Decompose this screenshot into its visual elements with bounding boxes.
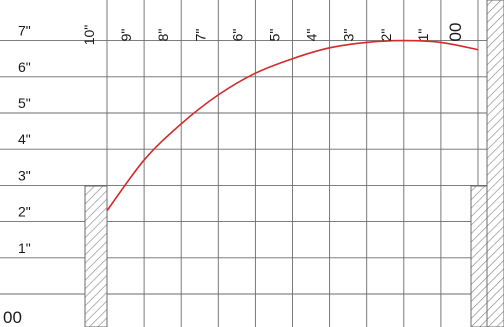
y-axis-label: 00 <box>3 308 22 327</box>
sag-curve <box>106 39 479 212</box>
x-axis-label: 1" <box>415 29 431 42</box>
x-axis-label: 5" <box>267 29 283 42</box>
right-wall-upper <box>486 0 504 327</box>
right-wall-lower <box>470 185 488 327</box>
y-axis-labels: 7" 6" 5" 4" 3" 2" 1" 00 <box>3 23 31 327</box>
x-axis-label: 9" <box>118 29 134 42</box>
x-axis-label: 10" <box>81 25 97 46</box>
x-axis-label: 2" <box>378 29 394 42</box>
y-axis-label: 1" <box>18 240 31 256</box>
x-axis-label: 6" <box>229 29 245 42</box>
y-axis-label: 3" <box>18 167 31 183</box>
x-axis-label: 00 <box>446 23 465 42</box>
x-axis-label: 8" <box>155 29 171 42</box>
y-axis-label: 7" <box>18 23 31 39</box>
x-axis-label: 7" <box>192 29 208 42</box>
y-axis-label: 5" <box>18 95 31 111</box>
y-axis-label: 2" <box>18 204 31 220</box>
y-axis-label: 4" <box>18 131 31 147</box>
left-wall <box>84 185 108 327</box>
x-axis-labels: 10" 9" 8" 7" 6" 5" 4" 3" 2" 1" 00 <box>81 23 465 46</box>
x-axis-label: 3" <box>341 29 357 42</box>
x-axis-label: 4" <box>304 29 320 42</box>
y-axis-label: 6" <box>18 59 31 75</box>
